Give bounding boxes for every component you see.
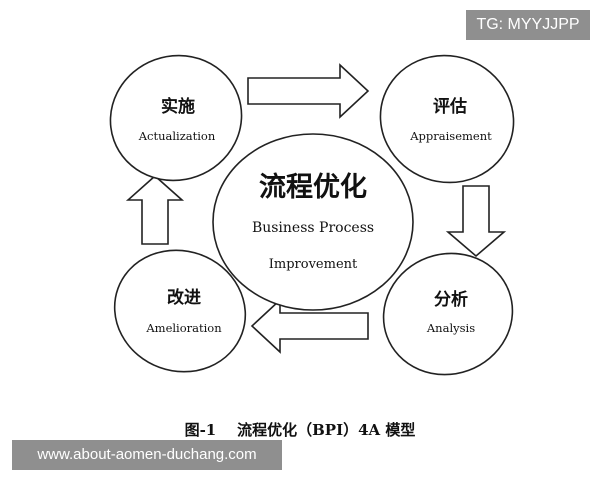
- center-title: 流程优化: [259, 172, 367, 203]
- arrow-right: [247, 63, 370, 119]
- arrow-left: [250, 298, 369, 354]
- center-text: 流程优化 Business Process Improvement: [252, 172, 374, 272]
- ellipse-center: [212, 133, 414, 311]
- center-line-1: Business Process: [252, 220, 374, 236]
- arrow-down: [445, 185, 507, 258]
- stage-en-appraisement: Appraisement: [409, 129, 492, 143]
- stage-cn-actualization: 实施: [161, 96, 195, 117]
- stage-cn-analysis: 分析: [434, 289, 468, 310]
- tg-watermark: TG: MYYJJPP: [466, 10, 590, 40]
- connector-arrows: [125, 63, 507, 354]
- ellipse-actualization: [109, 54, 243, 182]
- ellipse-analysis: [382, 252, 514, 376]
- stage-en-amelioration: Amelioration: [145, 321, 222, 335]
- stage-cn-amelioration: 改进: [167, 287, 201, 308]
- center-line-2: Improvement: [269, 257, 358, 272]
- ellipse-amelioration: [113, 249, 247, 373]
- ellipse-appraisement: [379, 54, 515, 184]
- stage-en-actualization: Actualization: [138, 129, 216, 143]
- url-watermark: www.about-aomen-duchang.com: [12, 440, 282, 470]
- stage-cn-appraisement: 评估: [433, 96, 467, 117]
- stage-ellipses: [109, 54, 515, 376]
- stage-labels: 实施 Actualization 评估 Appraisement 分析 Anal…: [138, 96, 492, 335]
- stage-en-analysis: Analysis: [426, 321, 475, 335]
- figure-caption: 图-1 流程优化（BPI）4A 模型: [184, 421, 416, 439]
- arrow-up: [125, 174, 185, 245]
